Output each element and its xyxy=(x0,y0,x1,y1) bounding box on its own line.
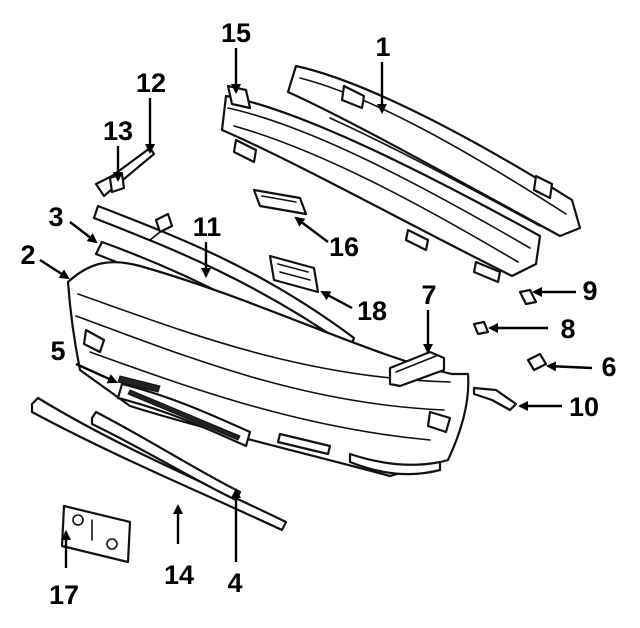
callout-18: 18 xyxy=(357,296,387,326)
callout-10: 10 xyxy=(569,392,599,422)
callout-9: 9 xyxy=(582,276,597,306)
callout-5: 5 xyxy=(50,336,65,366)
arrow-3 xyxy=(69,221,98,244)
arrow-6 xyxy=(546,361,593,372)
callout-6: 6 xyxy=(601,352,616,382)
callout-8: 8 xyxy=(560,314,575,344)
arrow-2 xyxy=(39,258,70,280)
bracket-18 xyxy=(268,254,320,294)
leader-lines xyxy=(39,48,593,568)
callout-13: 13 xyxy=(103,116,133,146)
bracket-16 xyxy=(252,188,308,216)
callout-2: 2 xyxy=(20,240,35,270)
clip-8 xyxy=(472,320,490,336)
lower-molding-14 xyxy=(30,396,288,532)
callout-16: 16 xyxy=(329,232,359,262)
callout-4: 4 xyxy=(227,568,242,598)
clip-6 xyxy=(526,352,548,372)
callout-12: 12 xyxy=(136,68,166,98)
callout-14: 14 xyxy=(164,560,194,590)
callout-17: 17 xyxy=(49,580,79,610)
end-molding xyxy=(94,146,156,198)
license-bracket xyxy=(60,504,132,564)
callout-11: 11 xyxy=(193,212,222,242)
callout-labels: 1 15 12 13 3 2 11 16 18 7 9 8 6 10 5 17 … xyxy=(20,18,616,610)
callout-1: 1 xyxy=(375,32,390,62)
arrow-5 xyxy=(75,362,118,384)
clip-9 xyxy=(518,288,538,306)
grille xyxy=(116,382,252,448)
callout-3: 3 xyxy=(48,202,63,232)
bumper-cover xyxy=(66,261,470,478)
callout-15: 15 xyxy=(221,18,251,48)
side-bracket-10 xyxy=(472,386,518,412)
arrow-18 xyxy=(320,290,353,310)
callout-7: 7 xyxy=(421,280,436,310)
arrow-16 xyxy=(294,216,329,243)
energy-absorber xyxy=(220,84,542,284)
